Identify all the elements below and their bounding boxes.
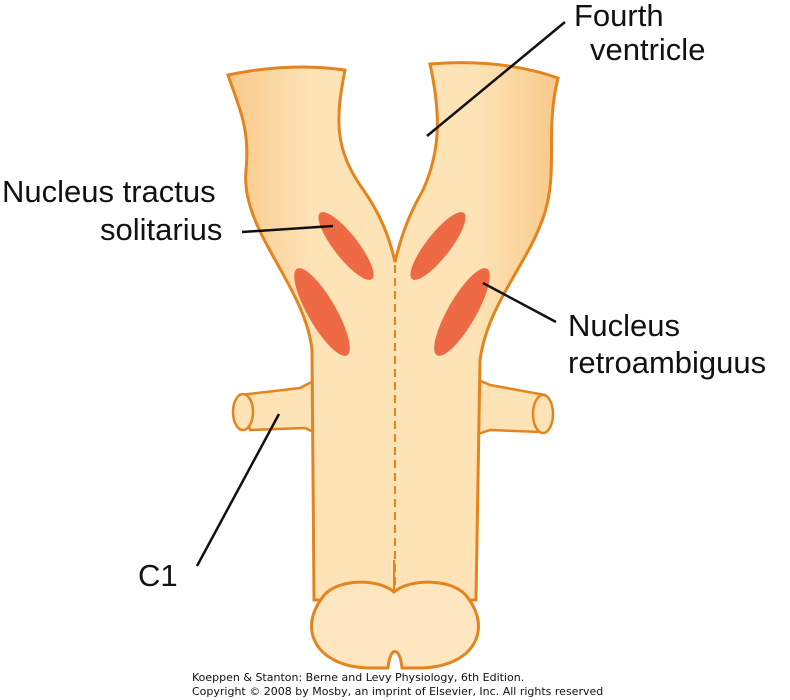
label-nts-1: Nucleus tractus (2, 174, 216, 209)
nra-right (434, 268, 490, 356)
label-fourth-ventricle-1: Fourth (574, 0, 664, 33)
nts-right (410, 212, 466, 280)
label-nts-2: solitarius (100, 212, 223, 247)
label-fourth-ventricle-2: ventricle (590, 32, 706, 67)
spinal-cord-cross-section (310, 580, 480, 670)
leader-nts (241, 224, 334, 234)
nts-left (318, 212, 374, 280)
credit-line-1: Koeppen & Stanton: Berne and Levy Physio… (192, 671, 525, 684)
leader-c1 (195, 413, 281, 567)
label-nra-1: Nucleus (568, 308, 680, 343)
leader-fourth-ventricle (426, 21, 566, 137)
leader-nra (482, 281, 557, 324)
label-c1: C1 (138, 558, 178, 593)
credit-line-2: Copyright © 2008 by Mosby, an imprint of… (192, 685, 604, 698)
label-nra-2: retroambiguus (568, 345, 767, 380)
medulla-outline (226, 61, 560, 602)
nra-left (294, 268, 350, 356)
